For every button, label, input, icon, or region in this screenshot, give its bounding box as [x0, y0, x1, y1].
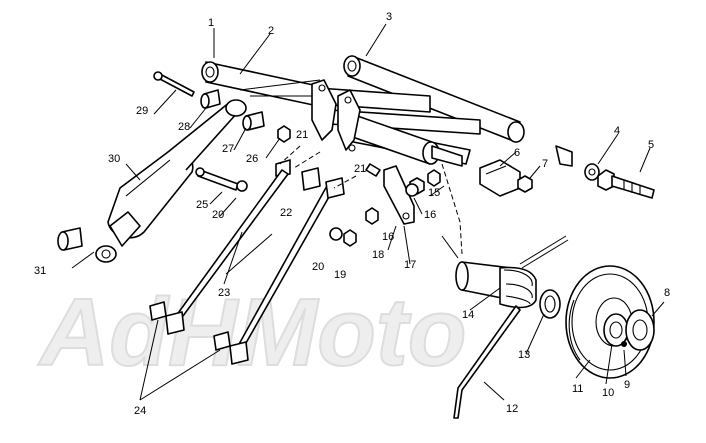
callout-16a: 16	[424, 209, 436, 221]
shock-absorber-30	[95, 99, 247, 263]
callout-23: 23	[218, 287, 230, 299]
callout-18: 18	[372, 249, 384, 261]
side-plates	[311, 79, 361, 152]
callout-26: 26	[246, 153, 258, 165]
callout-11: 11	[572, 383, 583, 395]
callout-22: 22	[280, 207, 292, 219]
callout-14: 14	[462, 309, 474, 321]
callout-28: 28	[178, 121, 190, 133]
bolt-25	[195, 167, 248, 192]
callout-1: 1	[208, 17, 214, 29]
washer-13	[539, 289, 561, 319]
callout-9: 9	[624, 379, 630, 391]
callout-3: 3	[386, 11, 392, 23]
spring-14	[453, 235, 569, 419]
callout-30: 30	[108, 153, 120, 165]
callout-13: 13	[518, 349, 530, 361]
nuts-small	[365, 169, 441, 225]
callout-labels: 1 2 3 4 5 6 7 8 9 10 11 12 13 14 15 16 1…	[34, 11, 670, 417]
callout-24: 24	[134, 405, 146, 417]
callout-7: 7	[542, 158, 548, 170]
callout-21a: 21	[296, 129, 308, 141]
callout-27: 27	[222, 143, 234, 155]
callout-17: 17	[404, 259, 416, 271]
spacer-8	[625, 309, 655, 351]
callout-5: 5	[648, 139, 654, 151]
leader-lines	[71, 23, 665, 401]
washers-20	[329, 227, 357, 247]
callout-21b: 21	[354, 163, 366, 175]
bolt-29	[153, 71, 195, 97]
callout-10: 10	[602, 387, 614, 399]
callout-4: 4	[614, 125, 620, 137]
nut-26	[277, 125, 291, 143]
callout-29: 29	[136, 105, 148, 117]
bushing-31	[57, 227, 83, 251]
callout-19: 19	[334, 269, 346, 281]
callout-25: 25	[196, 199, 208, 211]
bushings-24	[149, 301, 249, 365]
clip-and-washer	[555, 145, 600, 181]
callout-16b: 16	[382, 231, 394, 243]
bushing-27	[242, 111, 265, 131]
bolt-5	[597, 169, 655, 199]
bearing-9	[621, 341, 627, 347]
callout-2: 2	[268, 25, 274, 37]
callout-20a: 20	[212, 209, 224, 221]
bracket-17	[365, 163, 415, 225]
callout-15: 15	[428, 187, 440, 199]
callout-20b: 20	[312, 261, 324, 273]
callout-31: 31	[34, 265, 46, 277]
upper-rail-left	[201, 61, 319, 107]
bushing-28	[200, 89, 221, 109]
callout-6: 6	[514, 147, 520, 159]
callout-8: 8	[664, 287, 670, 299]
callout-12: 12	[506, 403, 518, 415]
